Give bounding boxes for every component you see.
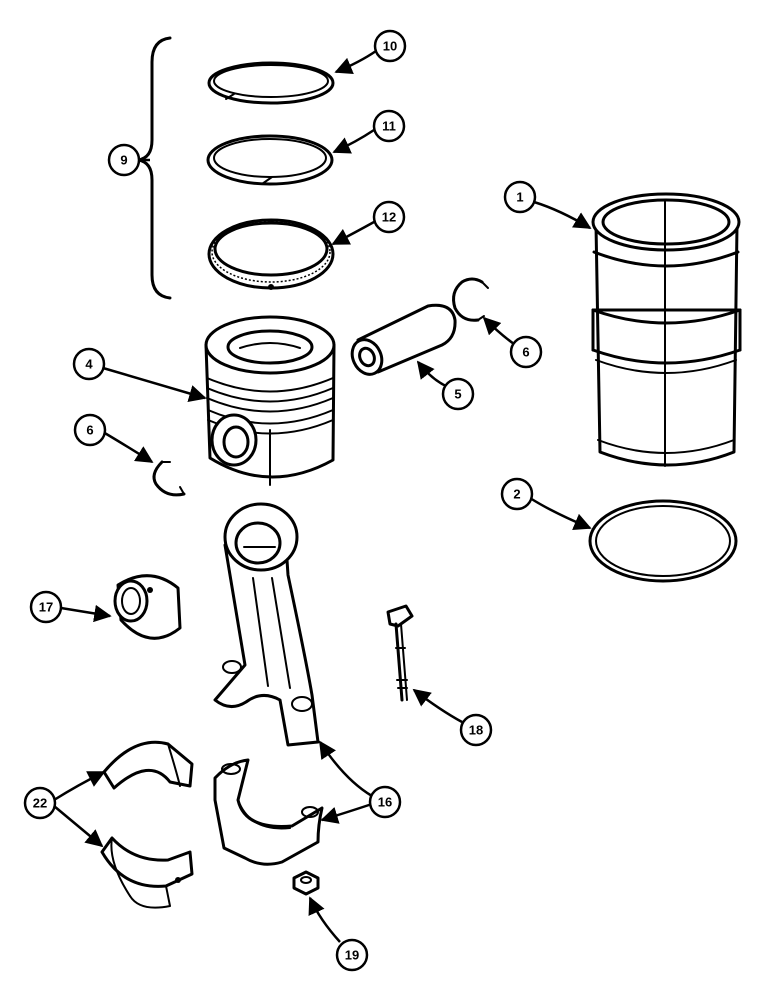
svg-text:4: 4 [85,357,93,372]
callout-5: 5 [441,377,475,411]
svg-text:17: 17 [39,600,53,615]
callout-4: 4 [72,347,106,381]
svg-text:10: 10 [383,39,397,54]
svg-text:5: 5 [454,387,461,402]
rod-bolt [386,604,414,702]
piston-ring-oil [207,218,335,290]
snap-ring-right [452,277,489,322]
rod-nut [292,870,320,896]
ring-set-bracket [136,36,172,300]
callout-22: 22 [23,786,57,820]
svg-text:18: 18 [469,723,483,738]
callout-12: 12 [372,200,406,234]
leader-lines [53,49,592,943]
piston-pin [350,303,457,376]
callout-18: 18 [459,713,493,747]
callout-10: 10 [373,29,407,63]
callout-17: 17 [29,590,63,624]
connecting-rod [213,502,320,747]
pin-bushing [113,574,182,640]
callout-19: 19 [335,938,369,972]
connecting-rod-cap [213,758,324,866]
svg-text:6: 6 [86,423,93,438]
svg-text:1: 1 [516,190,523,205]
svg-text:6: 6 [522,345,529,360]
svg-text:2: 2 [513,487,520,502]
callout-16: 16 [368,785,402,819]
callout-2: 2 [500,477,534,511]
liner-o-ring [588,499,738,583]
piston [204,315,336,486]
callout-11: 11 [372,109,406,143]
svg-text:11: 11 [382,119,396,134]
snap-ring-left [152,460,186,497]
piston-ring-top [207,61,335,105]
svg-text:9: 9 [120,153,127,168]
piston-ring-middle [206,134,334,186]
callout-6-left: 6 [73,413,107,447]
bearing-shell-lower [100,836,194,909]
svg-text:12: 12 [382,210,396,225]
svg-text:22: 22 [33,796,47,811]
callout-1: 1 [503,180,537,214]
svg-text:16: 16 [378,795,392,810]
callout-9: 9 [107,143,141,177]
callout-6-right: 6 [509,335,543,369]
cylinder-liner [591,192,742,467]
svg-text:19: 19 [345,948,359,963]
bearing-shell-upper [102,740,194,790]
